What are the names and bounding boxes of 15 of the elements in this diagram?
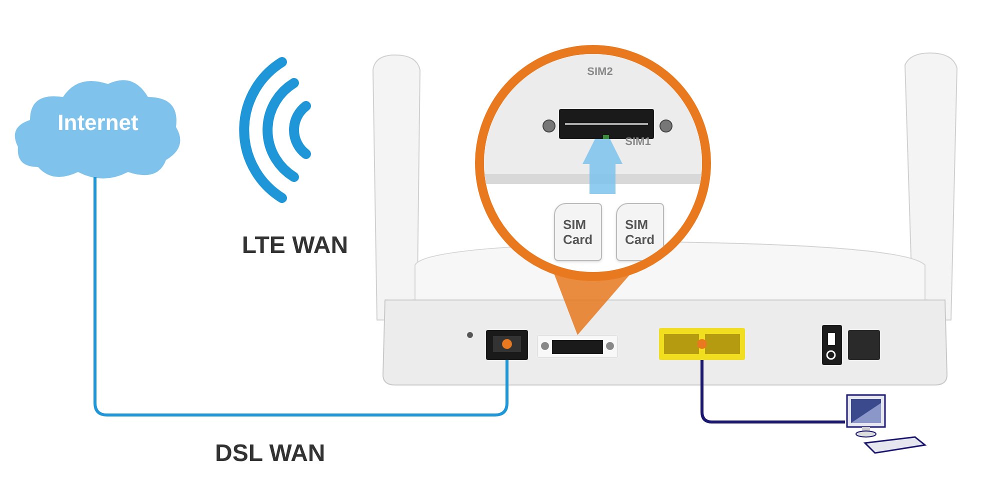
sim-slot <box>537 335 618 358</box>
lan-port <box>659 328 745 360</box>
sim-card <box>616 203 664 261</box>
slot-label: SIM1 <box>624 135 652 150</box>
node-label: SIM Card <box>625 217 656 247</box>
cable-line <box>700 360 845 424</box>
computer-icon <box>845 393 927 455</box>
dsl-port <box>486 330 528 360</box>
connection-label: LTE WAN <box>240 231 350 261</box>
node-label: SIM Card <box>563 217 594 247</box>
sim-slot <box>559 109 654 139</box>
sim-card <box>554 203 602 261</box>
node-label: Internet <box>58 109 138 137</box>
cable-line <box>94 177 508 416</box>
slot-label: SIM2 <box>586 65 614 80</box>
